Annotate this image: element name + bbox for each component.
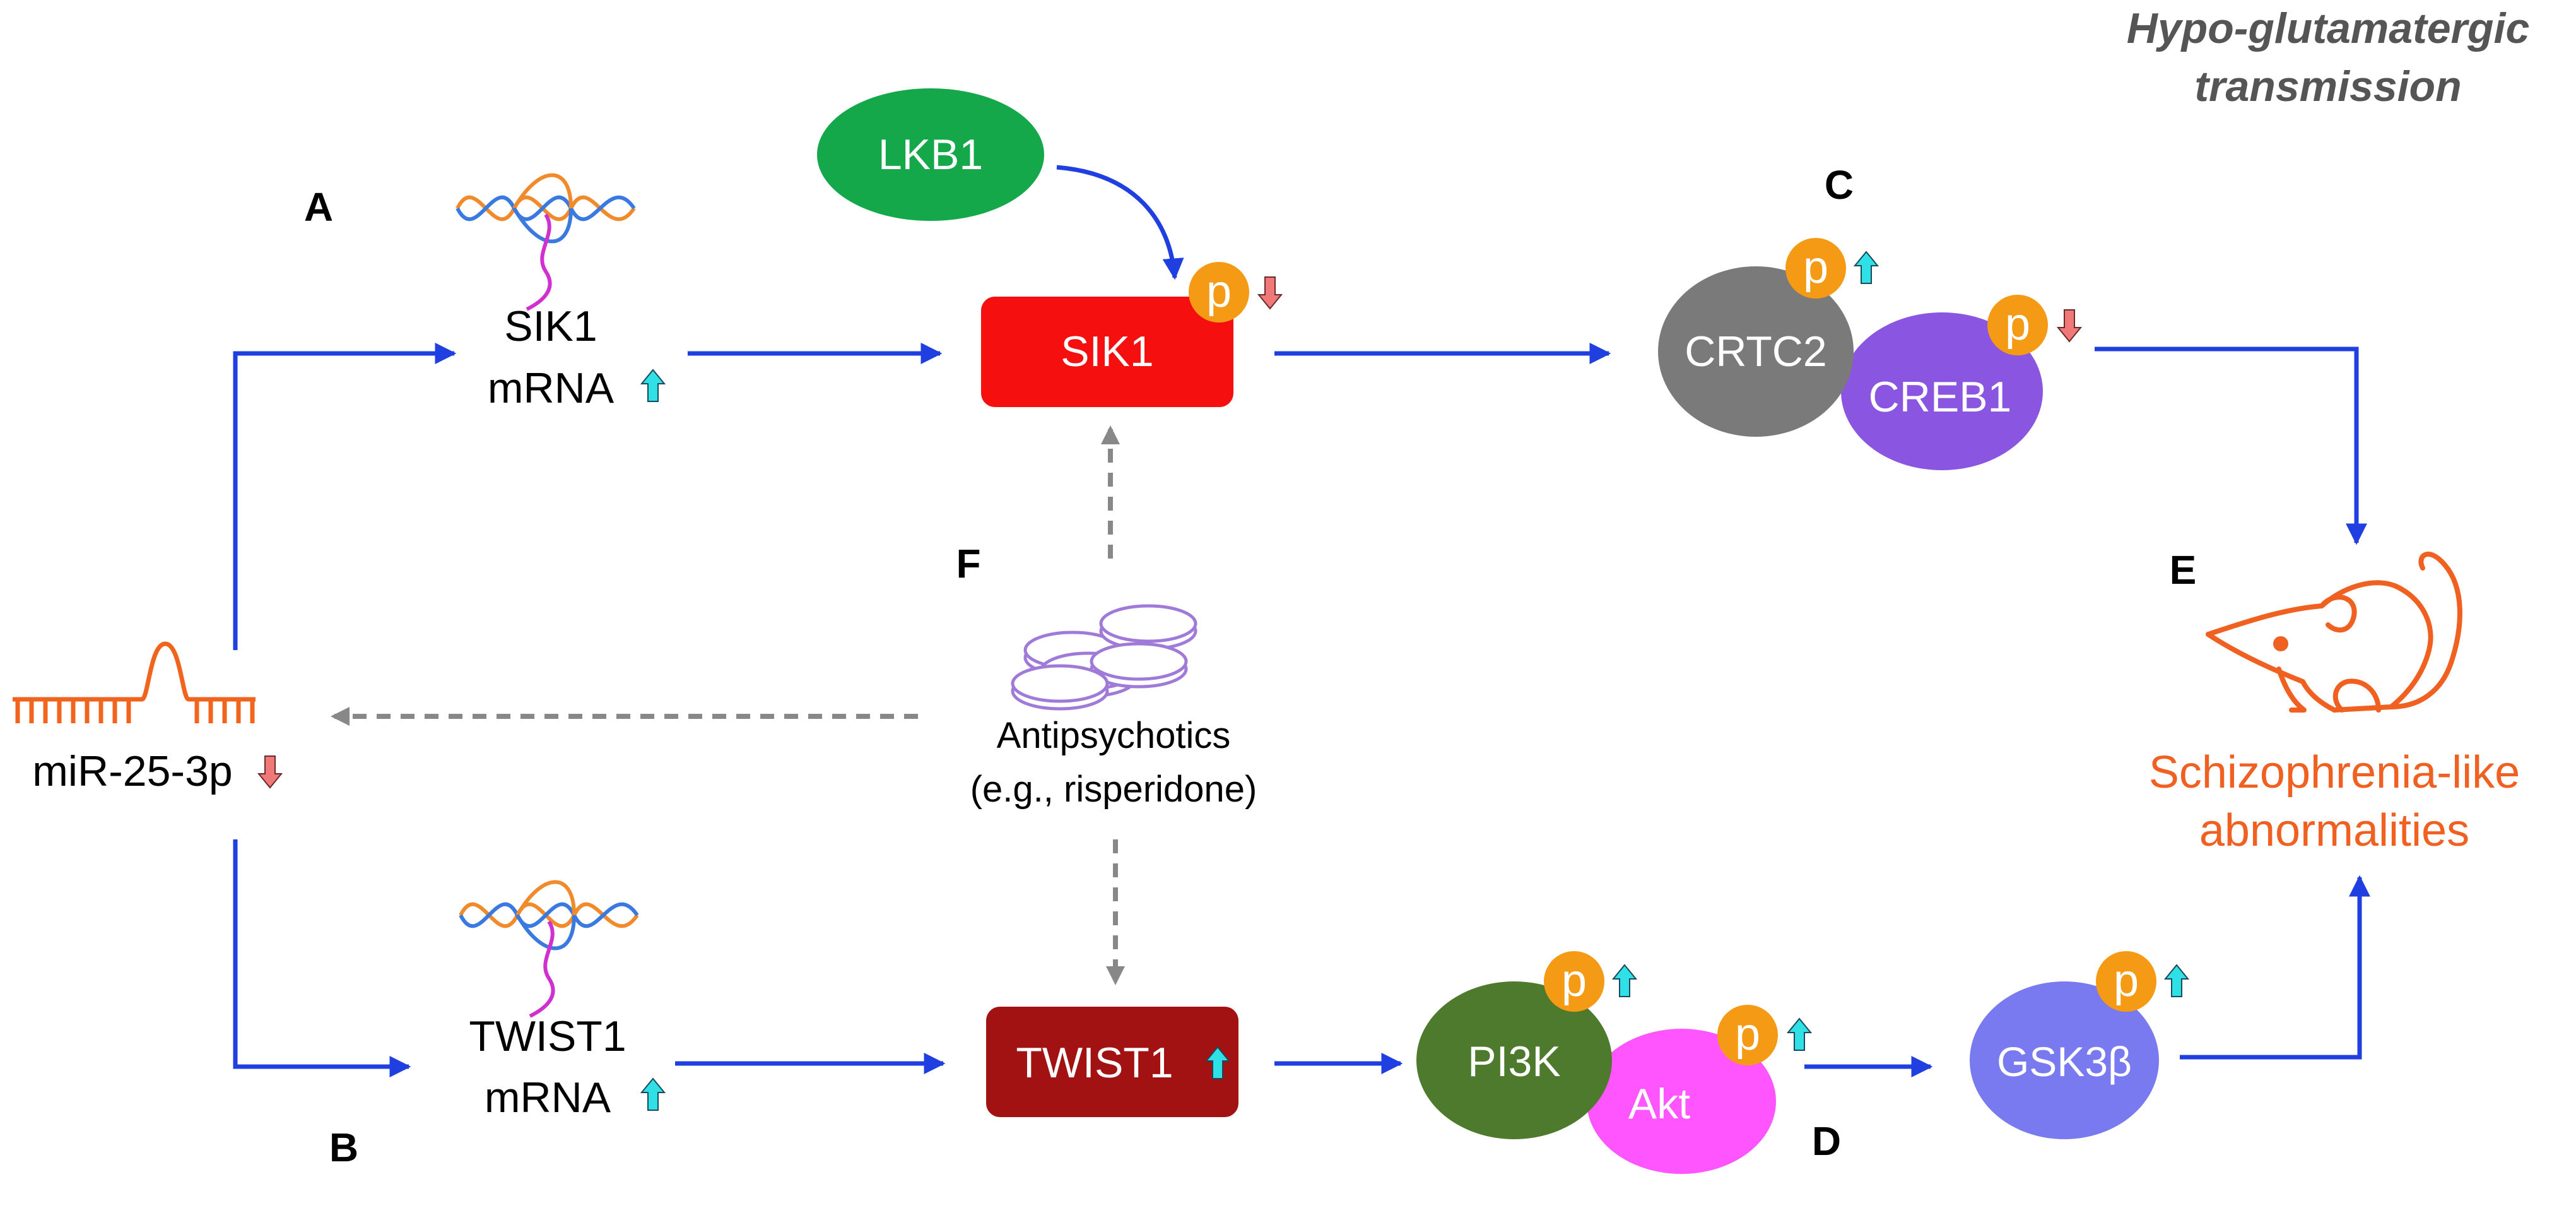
arrow-lkb1-to-sik1 (1056, 165, 1184, 280)
creb1-label: CREB1 (1869, 373, 2012, 421)
arrow-gsk3b-to-outcome (2180, 875, 2370, 1060)
arrow-mir-to-sik1-mrna (233, 343, 457, 650)
gsk3b-node (1970, 981, 2159, 1139)
gsk3b-label: GSK3β (1997, 1038, 2132, 1085)
twist1-mrna-line2: mRNA (485, 1074, 611, 1122)
panel-label-e: E (2170, 547, 2197, 593)
outcome-line2: abnormalities (2199, 805, 2469, 856)
arrow-mir-to-twist1-mrna (233, 839, 411, 1077)
sik1-node (981, 297, 1233, 407)
akt-label: Akt (1628, 1080, 1690, 1128)
crtc2-phospho-badge (1785, 238, 1846, 299)
sik1-label: SIK1 (1061, 328, 1153, 376)
gsk3b-phospho-label: p (2114, 956, 2139, 1006)
gsk3b-phospho-up-arrow-icon (2165, 964, 2189, 997)
panel-label-b: B (329, 1125, 358, 1170)
creb1-phospho-label: p (2005, 299, 2030, 350)
drug-line1: Antipsychotics (997, 715, 1231, 756)
outcome-line1: Schizophrenia-like (2149, 747, 2520, 798)
pi3k-node (1416, 981, 1612, 1139)
twist1-mrna-dna-icon (459, 880, 639, 1018)
twist1-mrna-up-arrow-icon (641, 1078, 665, 1111)
akt-phospho-badge (1717, 1005, 1778, 1065)
pills-icon (1011, 604, 1197, 711)
panel-label-d: D (1812, 1118, 1841, 1164)
arrow-creb1-to-outcome (2095, 346, 2367, 545)
twist1-mrna-line1: TWIST1 (469, 1012, 626, 1060)
crtc2-phospho-up-arrow-icon (1854, 251, 1878, 284)
drug-line2: (e.g., risperidone) (970, 769, 1257, 810)
pi3k-label: PI3K (1467, 1038, 1560, 1086)
twist1-node (986, 1007, 1238, 1117)
crtc2-phospho-label: p (1803, 242, 1828, 293)
sik1-phospho-down-arrow-icon (1258, 276, 1282, 309)
crtc2-label: CRTC2 (1685, 328, 1826, 376)
lkb1-node (817, 88, 1044, 221)
sik1-phospho-badge (1189, 262, 1249, 323)
sik1-mrna-dna-icon (456, 173, 636, 311)
rat-eye-icon (2273, 636, 2288, 651)
diagram-title-line2: transmission (2194, 62, 2461, 110)
pi3k-phospho-badge (1544, 951, 1604, 1012)
panel-label-c: C (1825, 162, 1854, 208)
drug-arrows (331, 425, 1125, 985)
akt-phospho-up-arrow-icon (1787, 1018, 1811, 1051)
lkb1-label: LKB1 (878, 131, 983, 179)
akt-phospho-label: p (1735, 1009, 1760, 1060)
akt-node (1587, 1029, 1776, 1174)
creb1-phospho-badge (1987, 295, 2048, 355)
creb1-node (1841, 312, 2043, 470)
sik1-mrna-line2: mRNA (488, 364, 615, 412)
mirna-label: miR-25-3p (32, 747, 232, 795)
flow-arrows (233, 165, 2370, 1077)
pi3k-phospho-up-arrow-icon (1613, 964, 1637, 997)
mirna-down-arrow-icon (258, 755, 282, 788)
panel-label-a: A (304, 184, 333, 230)
diagram-title-line1: Hypo-glutamatergic (2127, 4, 2530, 52)
mirna-hairpin-icon (13, 641, 256, 723)
sik1-mrna-line1: SIK1 (504, 302, 597, 350)
rat-icon (2206, 552, 2462, 713)
sik1-phospho-label: p (1206, 266, 1232, 317)
crtc2-node (1658, 266, 1854, 437)
twist1-label: TWIST1 (1016, 1039, 1173, 1087)
panel-label-f: F (956, 541, 980, 586)
creb1-phospho-down-arrow-icon (2057, 309, 2081, 342)
sik1-mrna-up-arrow-icon (641, 369, 665, 402)
pi3k-phospho-label: p (1561, 956, 1587, 1006)
gsk3b-phospho-badge (2096, 951, 2156, 1012)
